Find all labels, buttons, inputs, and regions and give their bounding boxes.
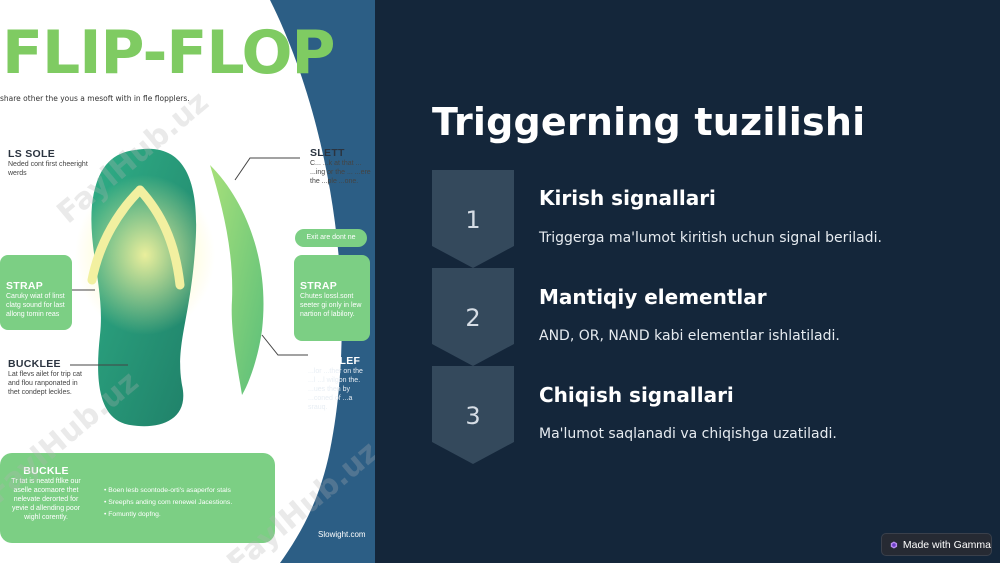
label-heading: LS SOLE — [8, 148, 56, 160]
label-bucklef: BUCKLEF ...lor ...ther on the ...l ...l … — [308, 355, 372, 412]
step-1-title: Kirish signallari — [539, 186, 716, 210]
label-text: Tr tat is neatd ftlke our aselle acomaor… — [11, 478, 81, 521]
label-heading: STRAP — [300, 280, 338, 292]
strap-right-box — [294, 255, 370, 341]
label-text: Neded cont first cheeright werds — [8, 161, 88, 177]
made-with-gamma-badge[interactable]: Made with Gamma — [881, 533, 992, 556]
step-number: 3 — [465, 402, 481, 430]
gamma-logo-icon — [890, 540, 898, 549]
label-heading: BUCKLEF — [308, 355, 361, 367]
exit-pill-label: Exit are dont ne — [306, 234, 356, 241]
flip-flop-illustration: FLIP-FLOP share other the yous a mesoft … — [0, 0, 375, 563]
label-heading: STRAP — [6, 280, 44, 292]
poster-title: FLIP-FLOP — [2, 18, 335, 88]
step-1-chevron: 1 — [432, 170, 514, 268]
step-2-title: Mantiqiy elementlar — [539, 285, 767, 309]
chevron-shape — [432, 366, 514, 464]
bullet-item: • Boen lesb scontode-orti's asaperfor st… — [104, 487, 231, 494]
label-heading: BUCKLEE — [8, 358, 61, 370]
step-3-title: Chiqish signallari — [539, 383, 734, 407]
poster-footer: Slowight.com — [318, 530, 366, 539]
label-heading: SLETT — [310, 147, 345, 159]
label-text: Chutes lossl.sont seeter gi only in lew … — [300, 293, 362, 318]
bullet-item: • Fomuntly dopfng. — [104, 511, 161, 518]
step-3-chevron: 3 — [432, 366, 514, 464]
label-text: C... ...k at that ... ...ing or the ... … — [310, 160, 371, 185]
step-2-description: AND, OR, NAND kabi elementlar ishlatilad… — [539, 328, 840, 344]
label-text: ...lor ...ther on the ...l ...l wilgon t… — [308, 368, 363, 411]
label-strap-right: STRAP Chutes lossl.sont seeter gi only i… — [300, 280, 366, 319]
label-slett: SLETT C... ...k at that ... ...ing or th… — [310, 147, 372, 186]
label-bucklee: BUCKLEE Lat flevs ailet for trip cat and… — [8, 358, 88, 397]
step-number: 2 — [465, 304, 481, 332]
bullet-item: • Sreephs anding com renewel Jacestions. — [104, 499, 233, 506]
exit-pill: Exit are dont ne — [295, 229, 367, 247]
label-heading: BUCKLE — [23, 465, 69, 477]
slide-title: Triggerning tuzilishi — [432, 100, 866, 144]
illustration-background — [0, 0, 342, 563]
label-ls-sole: LS SOLE Neded cont first cheeright werds — [8, 148, 88, 178]
chevron-shape — [432, 170, 514, 268]
step-number: 1 — [465, 206, 481, 234]
label-buckle: BUCKLE Tr tat is neatd ftlke our aselle … — [6, 465, 86, 522]
chevron-shape — [432, 268, 514, 366]
strap-left-box — [0, 255, 72, 330]
poster-subtitle: share other the yous a mesoft with in fl… — [0, 94, 190, 103]
label-strap-left: STRAP Caruky wiat of linst clatg sound f… — [6, 280, 68, 319]
step-1-description: Triggerga ma'lumot kiritish uchun signal… — [539, 230, 882, 246]
label-text: Lat flevs ailet for trip cat and flou ra… — [8, 371, 82, 396]
step-3-description: Ma'lumot saqlanadi va chiqishga uzatilad… — [539, 426, 837, 442]
badge-label: Made with Gamma — [902, 538, 991, 551]
step-2-chevron: 2 — [432, 268, 514, 366]
poster-bullets: • Boen lesb scontode-orti's asaperfor st… — [104, 485, 232, 521]
label-text: Caruky wiat of linst clatg sound for las… — [6, 293, 65, 318]
